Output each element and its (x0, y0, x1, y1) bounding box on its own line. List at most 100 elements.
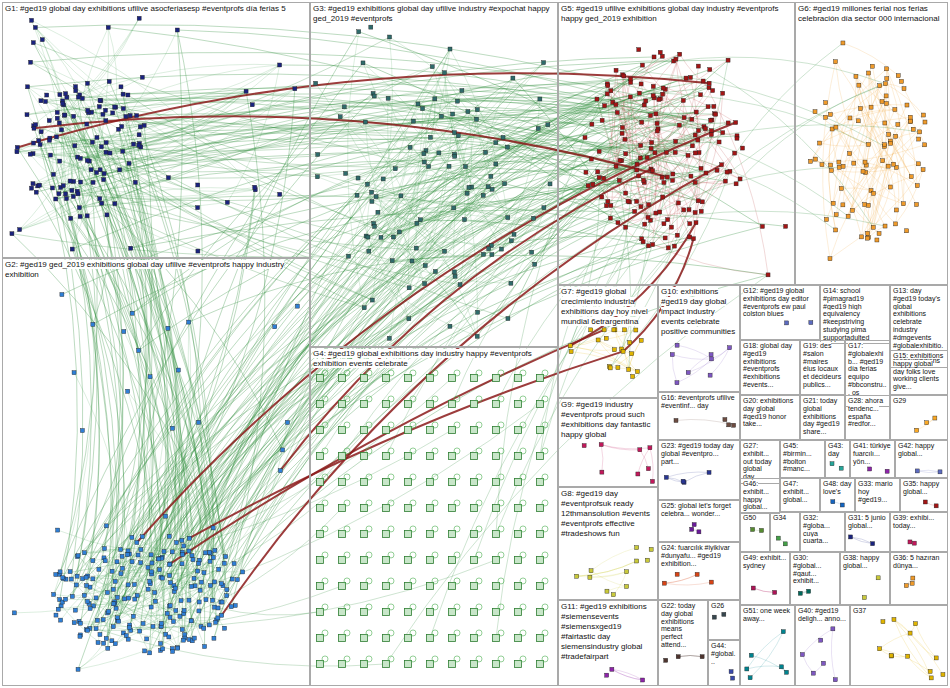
vertex (589, 569, 593, 573)
vertex (168, 604, 172, 608)
intra-edge (873, 117, 910, 227)
vertex (481, 193, 485, 197)
vertex (681, 479, 685, 483)
vertex (664, 658, 668, 662)
vertex (921, 113, 925, 117)
vertex (137, 16, 141, 20)
inter-edge (386, 275, 768, 664)
vertex (453, 154, 457, 158)
vertex (381, 177, 385, 181)
vertex (696, 64, 700, 68)
vertex (223, 626, 227, 630)
inter-edge (117, 168, 701, 597)
vertex (78, 156, 82, 160)
vertex (471, 478, 478, 485)
vertex (58, 570, 62, 574)
vertex (447, 164, 451, 168)
vertex (168, 604, 172, 608)
vertex (61, 576, 65, 580)
intra-edge (590, 572, 627, 578)
vertex (813, 110, 817, 114)
vertex (317, 400, 324, 407)
vertex (79, 180, 83, 184)
vertex (146, 587, 150, 591)
vertex (611, 593, 615, 597)
vertex (635, 370, 639, 374)
vertex (493, 426, 500, 433)
vertex (475, 108, 479, 112)
inter-edge (372, 112, 696, 201)
vertex (167, 563, 171, 567)
vertex (453, 274, 457, 278)
vertex (505, 145, 509, 149)
intra-edge (35, 27, 123, 108)
vertex (85, 122, 89, 126)
vertex (537, 634, 544, 641)
vertex (196, 249, 200, 253)
vertex (137, 348, 141, 352)
vertex (414, 246, 418, 250)
vertex (848, 116, 852, 120)
vertex (476, 310, 480, 314)
vertex (344, 171, 348, 175)
vertex (137, 143, 141, 147)
vertex (471, 504, 478, 511)
vertex (596, 338, 600, 342)
vertex (317, 374, 324, 381)
vertex (361, 530, 368, 537)
vertex (427, 660, 434, 667)
vertex (111, 111, 115, 115)
vertex (628, 95, 632, 99)
vertex (197, 600, 201, 604)
vertex (32, 141, 36, 145)
vertex (405, 660, 412, 667)
inter-edge (50, 107, 344, 155)
vertex (603, 104, 607, 108)
vertex (383, 660, 390, 667)
vertex (661, 195, 665, 199)
vertex (686, 371, 690, 375)
vertex (54, 135, 58, 139)
vertex (894, 208, 898, 212)
vertex (91, 180, 95, 184)
intra-edge (890, 132, 919, 141)
vertex (126, 583, 130, 587)
vertex (693, 180, 697, 184)
vertex (909, 120, 913, 124)
vertex (643, 222, 647, 226)
vertex (506, 317, 510, 321)
vertex (405, 556, 412, 563)
vertex (693, 151, 697, 155)
vertex (863, 160, 867, 164)
vertex (622, 74, 626, 78)
vertex (490, 253, 494, 257)
vertex (664, 475, 668, 479)
vertex (61, 576, 65, 580)
vertex (658, 210, 662, 214)
vertex (471, 660, 478, 667)
inter-edge (507, 89, 665, 147)
intra-edge (664, 574, 697, 583)
vertex (149, 605, 153, 609)
vertex (661, 92, 665, 96)
vertex (339, 556, 346, 563)
vertex (694, 221, 698, 225)
inter-edge (39, 141, 78, 610)
vertex (449, 608, 456, 615)
vertex (734, 121, 738, 125)
vertex (197, 609, 201, 613)
inter-edge (139, 155, 688, 350)
vertex (405, 452, 412, 459)
inter-edge (33, 147, 410, 160)
vertex (110, 569, 114, 573)
vertex (69, 577, 73, 581)
inter-edge (172, 378, 452, 552)
vertex (126, 549, 130, 553)
inter-edge (132, 178, 599, 538)
vertex (39, 99, 43, 103)
vertex (15, 150, 19, 154)
vertex (197, 420, 201, 424)
vertex (122, 330, 126, 334)
vertex (475, 334, 479, 338)
vertex (167, 534, 171, 538)
